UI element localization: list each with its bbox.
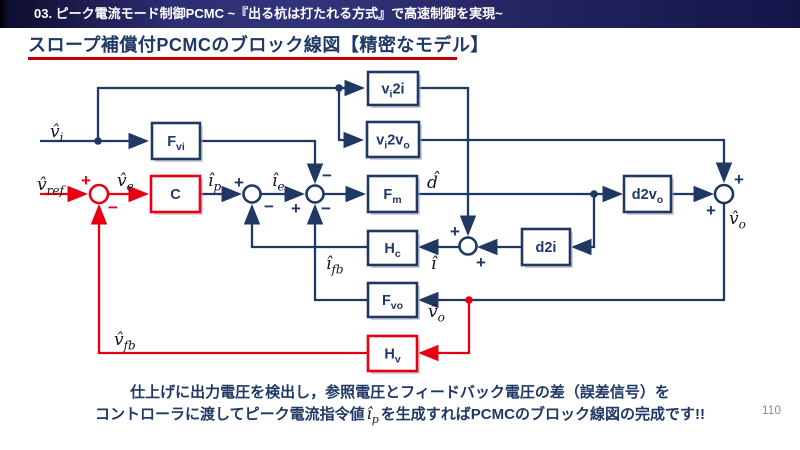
block-Fvi: [150, 121, 202, 161]
block-label-d2i: d2i: [536, 240, 557, 256]
wire: [417, 203, 726, 309]
block-label-Fm: Fm: [383, 187, 401, 206]
wire: [417, 300, 471, 362]
sign-minus: −: [322, 166, 332, 185]
sign-minus: −: [264, 197, 274, 216]
signal-label-ve: v̂e: [117, 171, 134, 194]
footer-note: 仕上げに出力電圧を検出し，参照電圧とフィードバック電圧の差（誤差信号）を コント…: [0, 382, 800, 430]
sign-minus: −: [321, 199, 331, 218]
sign-plus: +: [476, 253, 486, 272]
wire: [337, 88, 365, 149]
block-label-Hv: Hv: [384, 347, 400, 366]
sign-plus: +: [81, 171, 91, 190]
block-label-Hc: Hc: [384, 241, 400, 260]
block-Hc: [366, 229, 419, 267]
signal-label-vo-out: v̂o: [729, 209, 746, 232]
sign-plus: +: [450, 222, 460, 241]
block-label-Fvo: Fvo: [382, 293, 403, 312]
block-label-vi2vo: vi2vo: [376, 133, 410, 152]
sum-vref: [88, 183, 110, 205]
footer-line-1: 仕上げに出力電圧を検出し，参照電圧とフィードバック電圧の差（誤差信号）を: [130, 384, 670, 401]
block-label-C: C: [170, 187, 181, 203]
wire: [243, 203, 368, 249]
signal-label-i: î: [431, 254, 438, 274]
sign-plus: +: [734, 170, 744, 189]
block-Fm: [366, 174, 419, 214]
block-vi2vo: [365, 120, 421, 159]
wire: [570, 194, 596, 256]
block-d2vo: [622, 174, 673, 214]
block-label-vi2i: vi2i: [381, 82, 404, 101]
signal-label-vi: v̂i: [50, 122, 64, 145]
block-label-d2vo: d2vo: [632, 187, 663, 206]
junction-dot: [94, 137, 102, 145]
block-vi2i: [366, 70, 420, 107]
junction-dot: [590, 190, 598, 198]
sign-plus: +: [291, 199, 301, 218]
signal-label-vfb: v̂fb: [114, 330, 136, 353]
wire: [90, 203, 368, 355]
sum-vo: [713, 183, 735, 205]
sum-i: [458, 236, 478, 256]
wire: [419, 138, 733, 184]
signal-label-d: d̂: [427, 171, 440, 193]
sign-minus: −: [108, 198, 118, 217]
wire: [200, 139, 324, 185]
wire: [306, 203, 368, 302]
block-label-Fvi: Fvi: [167, 134, 185, 153]
signal-label-vref: v̂ref: [37, 175, 66, 198]
sign-plus: +: [706, 201, 716, 220]
block-Fvo: [366, 281, 419, 319]
sign-plus: +: [234, 173, 244, 192]
title-underline: [28, 57, 457, 60]
junction-dot: [335, 84, 343, 92]
sum-ie: [305, 184, 325, 204]
wire: [418, 86, 477, 237]
inline-math-ip: îp: [366, 404, 379, 427]
signal-label-ip: îp: [208, 171, 221, 194]
sum-ip: [242, 184, 262, 204]
signal-label-ie: îe: [272, 171, 285, 194]
junction-dot: [465, 296, 473, 304]
signal-label-ifb: îfb: [326, 254, 344, 277]
page-title: スロープ補償付PCMCのブロック線図【精密なモデル】: [28, 35, 489, 55]
page-number: 110: [761, 403, 781, 417]
block-d2i: [520, 227, 572, 267]
wire: [96, 79, 366, 141]
block-C: [149, 174, 202, 214]
header-bar: 03. ピーク電流モード制御PCMC ~『出る杭は打たれる方式』で高速制御を実現…: [0, 0, 800, 28]
signal-label-vo-fb: v̂o: [428, 302, 445, 325]
block-Hv: [366, 334, 419, 373]
header-title: 03. ピーク電流モード制御PCMC ~『出る杭は打たれる方式』で高速制御を実現…: [34, 6, 503, 21]
